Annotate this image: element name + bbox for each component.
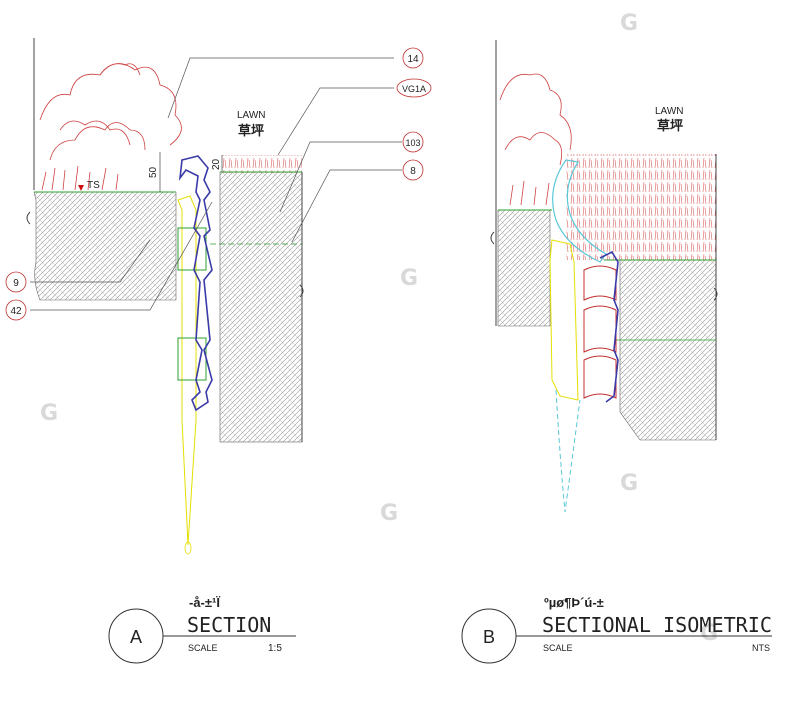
detail-a-ts-marker (78, 185, 84, 191)
svg-text:8: 8 (410, 166, 416, 177)
detail-a-stake-tip (184, 541, 192, 555)
svg-text:G: G (380, 501, 398, 526)
svg-text:G: G (400, 266, 418, 291)
detail-b-subtitle: ºµø¶Þ´ú-± (544, 595, 604, 610)
detail-a-tag-vg1a: VG1A (396, 78, 432, 98)
detail-b-stake-iso-tip (555, 389, 581, 513)
detail-a-tag-9: 9 (5, 271, 27, 293)
watermark-layer: G G G G G G (40, 11, 718, 646)
detail-b-edging-profile (599, 250, 619, 403)
detail-a-edging-profile (178, 155, 213, 412)
detail-a-subtitle: -å-±¹Ï (189, 595, 220, 610)
detail-a-dim-50: 50 (148, 166, 159, 178)
detail-b-edging-curve (552, 159, 607, 263)
detail-a-title: SECTION (187, 613, 271, 637)
detail-b-isometric: LAWN 草坪 B ºµø¶Þ´ú-± SECTIONAL ISOMETRIC … (461, 40, 772, 664)
detail-a-leaders (30, 57, 402, 311)
detail-a-clip-top (177, 227, 207, 271)
detail-a-soil-right (219, 171, 303, 443)
detail-b-edging-bands (583, 265, 617, 399)
svg-text:G: G (620, 11, 638, 36)
detail-b-scale-label: SCALE (543, 643, 573, 653)
detail-a-shrubs (39, 63, 182, 191)
svg-text:VG1A: VG1A (402, 84, 426, 94)
detail-a-tag-14: 14 (402, 47, 424, 69)
detail-a-lawn-cn: 草坪 (238, 123, 264, 138)
detail-a-scale-value: 1:5 (268, 643, 282, 654)
detail-a-soil-left (33, 191, 177, 301)
detail-b-break-left (490, 231, 495, 245)
detail-a-section: 50 20 TS LAWN 草坪 14 VG1A 103 (5, 38, 432, 664)
detail-a-dim-20: 20 (211, 158, 222, 170)
detail-a-scale-label: SCALE (188, 643, 218, 653)
svg-text:G: G (620, 471, 638, 496)
svg-text:103: 103 (405, 138, 420, 148)
detail-b-break-right (713, 287, 718, 301)
detail-a-tag-42: 42 (5, 299, 27, 321)
detail-a-break-left (26, 211, 31, 225)
svg-text:14: 14 (407, 54, 419, 65)
detail-a-title-letter: A (130, 627, 142, 647)
detail-b-title-letter: B (483, 627, 495, 647)
detail-a-lawn-en: LAWN (237, 110, 266, 121)
detail-b-stake (549, 239, 579, 401)
detail-a-stake (177, 195, 197, 546)
detail-a-tag-8: 8 (402, 159, 424, 181)
svg-text:G: G (40, 401, 58, 426)
detail-b-soil-left (497, 209, 551, 327)
detail-b-shrubs (499, 73, 572, 206)
detail-b-scale-value: NTS (752, 643, 770, 653)
detail-a-break-right (299, 284, 304, 298)
svg-text:42: 42 (10, 306, 22, 317)
detail-b-lawn-en: LAWN (655, 106, 684, 117)
svg-text:G: G (700, 621, 718, 646)
svg-text:9: 9 (13, 278, 19, 289)
detail-a-ts-label: TS (87, 180, 100, 191)
detail-b-title: SECTIONAL ISOMETRIC (542, 613, 772, 637)
detail-b-lawn-cn: 草坪 (657, 118, 683, 133)
detail-a-tag-103: 103 (402, 131, 424, 153)
detail-a-lawn-grass (222, 155, 302, 173)
detail-b-soil-right (619, 259, 717, 441)
detail-b-lawn-grass (566, 154, 716, 260)
